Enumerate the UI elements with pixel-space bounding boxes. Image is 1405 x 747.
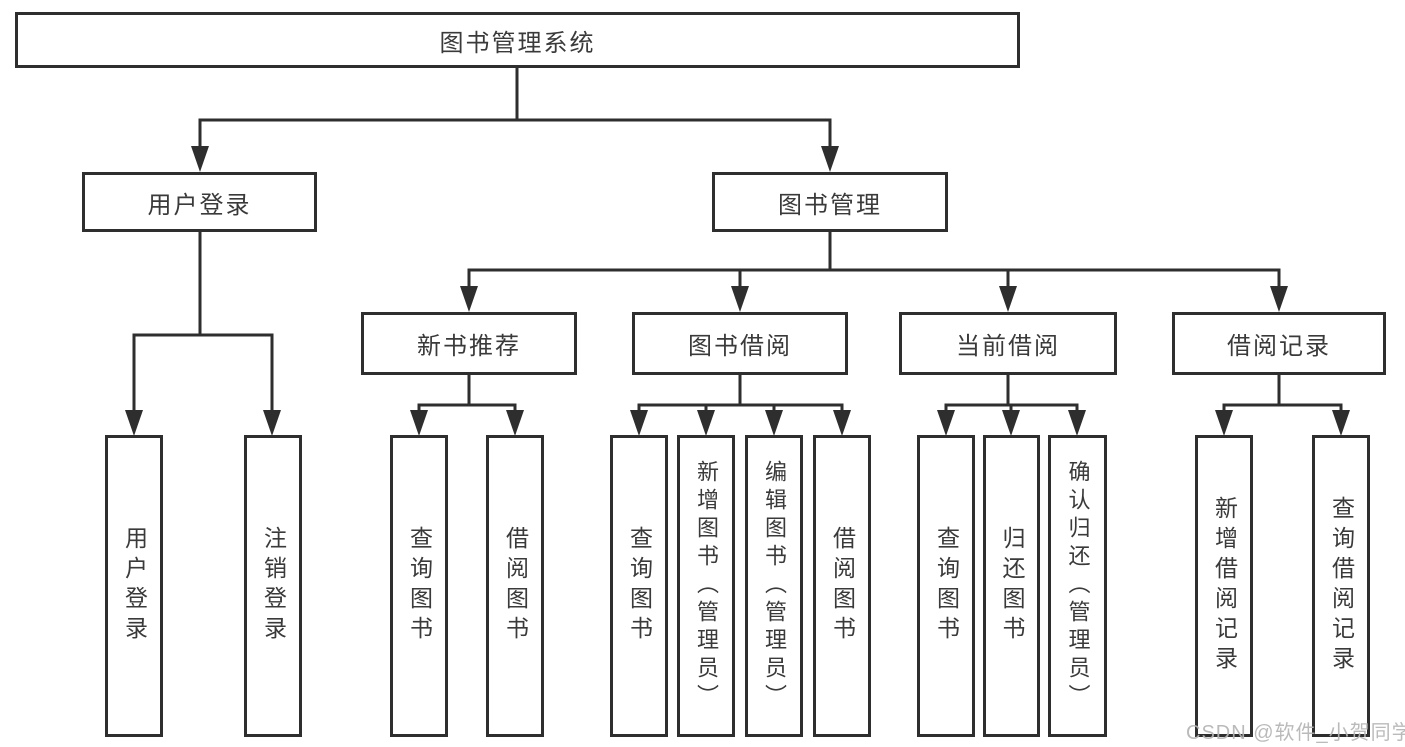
leaf-query-borrow-record: 查询借阅记录 (1312, 435, 1370, 737)
node-book-borrow: 图书借阅 (632, 312, 848, 375)
connector-currentborrow-children (937, 375, 1086, 436)
leaf-confirm-return-admin: 确认归还（管理员） (1048, 435, 1107, 737)
node-borrow-record: 借阅记录 (1172, 312, 1386, 375)
leaf-borrow-book: 借阅图书 (813, 435, 871, 737)
connector-userlogin-children (125, 232, 281, 436)
leaf-query-book-recommend: 查询图书 (390, 435, 448, 737)
leaf-edit-book-admin: 编辑图书（管理员） (745, 435, 803, 737)
node-current-borrow: 当前借阅 (899, 312, 1117, 375)
connector-newbook-children (410, 375, 524, 436)
node-library-system: 图书管理系统 (15, 12, 1020, 68)
leaf-query-book-borrow: 查询图书 (610, 435, 668, 737)
leaf-return-book: 归还图书 (983, 435, 1040, 737)
connector-root-to-level2 (191, 68, 839, 172)
leaf-logout: 注销登录 (244, 435, 302, 737)
leaf-user-login: 用户登录 (105, 435, 163, 737)
connector-bookborrow-children (630, 375, 851, 436)
node-user-login: 用户登录 (82, 172, 317, 232)
leaf-add-book-admin: 新增图书（管理员） (677, 435, 735, 737)
connector-record-children (1215, 375, 1350, 436)
node-book-management: 图书管理 (712, 172, 948, 232)
node-new-book-recommend: 新书推荐 (361, 312, 577, 375)
leaf-query-book-current: 查询图书 (917, 435, 975, 737)
connector-bookmgmt-children (460, 232, 1288, 312)
csdn-watermark: CSDN @软件_小贺同学 (1186, 722, 1405, 744)
leaf-add-borrow-record: 新增借阅记录 (1195, 435, 1253, 737)
leaf-borrow-book-recommend: 借阅图书 (486, 435, 544, 737)
